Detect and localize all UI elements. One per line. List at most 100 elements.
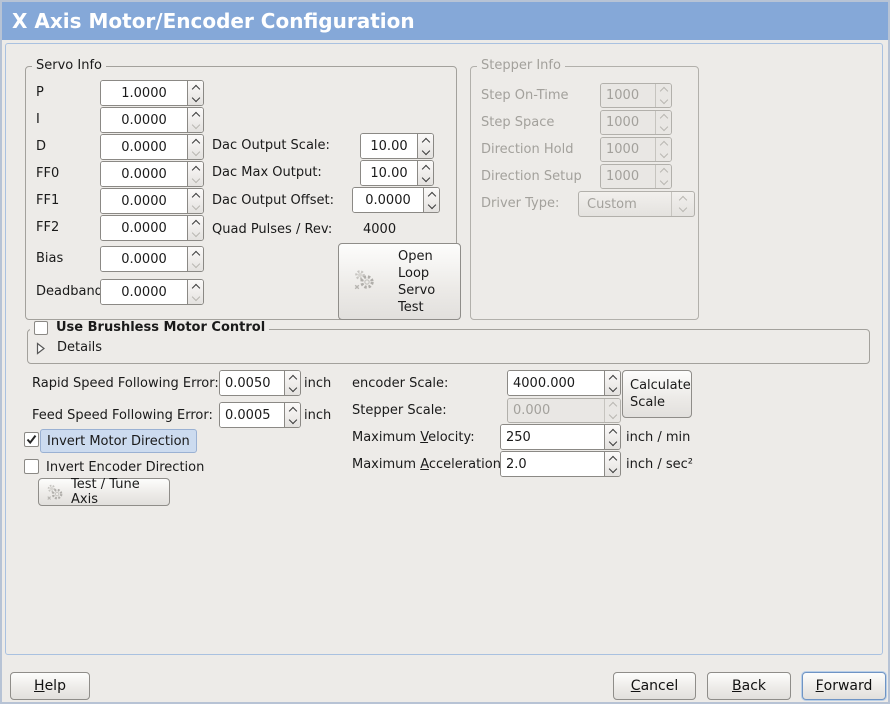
ff1-spinbox[interactable]: 0.0000 xyxy=(100,188,204,214)
spin-down-button[interactable] xyxy=(188,93,203,105)
gears-icon xyxy=(352,268,378,296)
deadband-value[interactable]: 0.0000 xyxy=(101,280,187,304)
invert-motor-checkbox[interactable] xyxy=(24,432,39,447)
spin-up-button[interactable] xyxy=(285,371,300,383)
rapid-following-error-value[interactable]: 0.0050 xyxy=(220,371,284,395)
rapid-following-error-spinbox[interactable]: 0.0050 xyxy=(219,370,301,396)
invert-encoder-label[interactable]: Invert Encoder Direction xyxy=(46,460,205,475)
spin-up-button[interactable] xyxy=(188,81,203,93)
feed-following-error-value[interactable]: 0.0005 xyxy=(220,403,284,427)
open-loop-servo-test-button[interactable]: Open Loop Servo Test xyxy=(338,243,461,320)
details-expander[interactable]: Details xyxy=(35,340,102,356)
dac-output-offset-value[interactable]: 0.0000 xyxy=(353,188,423,212)
spin-down-button[interactable] xyxy=(424,200,439,212)
ff0-value[interactable]: 0.0000 xyxy=(101,162,187,186)
spin-up-button[interactable] xyxy=(188,135,203,147)
spin-up-button[interactable] xyxy=(188,216,203,228)
label-ff1: FF1 xyxy=(36,193,60,208)
spin-down-button[interactable] xyxy=(188,201,203,213)
test-tune-axis-label: Test / Tune Axis xyxy=(71,477,140,507)
encoder-scale-spinbox[interactable]: 4000.000 xyxy=(507,370,621,396)
encoder-scale-value[interactable]: 4000.000 xyxy=(508,371,604,395)
bias-spinbox[interactable]: 0.0000 xyxy=(100,246,204,272)
dac-output-offset-spinbox[interactable]: 0.0000 xyxy=(352,187,440,213)
spin-down-button[interactable] xyxy=(605,464,620,476)
spin-up-button[interactable] xyxy=(188,108,203,120)
maximum-velocity-spinbox[interactable]: 250 xyxy=(500,424,621,450)
p-value[interactable]: 1.0000 xyxy=(101,81,187,105)
invert-encoder-checkbox[interactable] xyxy=(24,459,39,474)
dac-max-output-spinbox[interactable]: 10.00 xyxy=(360,160,434,186)
maximum-velocity-value[interactable]: 250 xyxy=(501,425,604,449)
spin-up-button[interactable] xyxy=(605,425,620,437)
spin-up-button[interactable] xyxy=(188,189,203,201)
ff0-spinbox[interactable]: 0.0000 xyxy=(100,161,204,187)
spin-down-button[interactable] xyxy=(188,228,203,240)
spin-down-button[interactable] xyxy=(188,120,203,132)
spin-up-button[interactable] xyxy=(418,161,433,173)
bias-value[interactable]: 0.0000 xyxy=(101,247,187,271)
rapid-following-error-unit: inch xyxy=(304,376,332,391)
dac-output-scale-spinbox[interactable]: 10.00 xyxy=(360,133,434,159)
label-ff0: FF0 xyxy=(36,166,60,181)
spin-up-button[interactable] xyxy=(188,247,203,259)
use-brushless-checkbox[interactable] xyxy=(34,321,48,335)
maximum-acceleration-value[interactable]: 2.0 xyxy=(501,452,604,476)
step-space-value: 1000 xyxy=(601,111,655,134)
invert-motor-label[interactable]: Invert Motor Direction xyxy=(40,429,197,453)
i-spinbox[interactable]: 0.0000 xyxy=(100,107,204,133)
d-value[interactable]: 0.0000 xyxy=(101,135,187,159)
maximum-velocity-label: Maximum Velocity: xyxy=(352,430,475,445)
stepper-scale-spinbox: 0.000 xyxy=(507,398,621,423)
spin-down-button[interactable] xyxy=(285,415,300,427)
spin-down-button[interactable] xyxy=(418,146,433,158)
brushless-frame: Use Brushless Motor Control Details xyxy=(27,320,870,364)
calculate-scale-button[interactable]: Calculate Scale xyxy=(622,370,692,418)
stepper-scale-value: 0.000 xyxy=(508,399,604,422)
gears-icon xyxy=(45,483,66,502)
spin-down-button[interactable] xyxy=(605,383,620,395)
expander-triangle-icon[interactable] xyxy=(35,341,46,355)
test-tune-axis-button[interactable]: Test / Tune Axis xyxy=(38,477,170,507)
feed-following-error-unit: inch xyxy=(304,408,332,423)
spin-up-button[interactable] xyxy=(285,403,300,415)
i-value[interactable]: 0.0000 xyxy=(101,108,187,132)
spin-up-button[interactable] xyxy=(188,162,203,174)
ff2-value[interactable]: 0.0000 xyxy=(101,216,187,240)
spin-up-button[interactable] xyxy=(605,371,620,383)
direction-hold-label: Direction Hold xyxy=(481,142,574,157)
deadband-spinbox[interactable]: 0.0000 xyxy=(100,279,204,305)
spin-down-button[interactable] xyxy=(188,147,203,159)
dac-max-output-label: Dac Max Output: xyxy=(212,165,322,180)
spin-down-button[interactable] xyxy=(188,292,203,304)
dac-max-output-value[interactable]: 10.00 xyxy=(361,161,417,185)
dac-output-scale-value[interactable]: 10.00 xyxy=(361,134,417,158)
quad-pulses-label: Quad Pulses / Rev: xyxy=(212,222,333,237)
driver-type-value: Custom xyxy=(587,196,637,212)
spin-up-button[interactable] xyxy=(424,188,439,200)
spin-up-button[interactable] xyxy=(605,452,620,464)
details-label: Details xyxy=(57,340,103,355)
label-d: D xyxy=(36,139,47,154)
spin-up-button[interactable] xyxy=(418,134,433,146)
spin-up-button[interactable] xyxy=(188,280,203,292)
spin-down-button[interactable] xyxy=(605,437,620,449)
p-spinbox[interactable]: 1.0000 xyxy=(100,80,204,106)
servo-info-legend: Servo Info xyxy=(32,58,106,74)
feed-following-error-spinbox[interactable]: 0.0005 xyxy=(219,402,301,428)
spin-down-button[interactable] xyxy=(285,383,300,395)
direction-setup-value: 1000 xyxy=(601,165,655,188)
spin-down-button[interactable] xyxy=(188,174,203,186)
label-deadband: Deadband xyxy=(36,284,103,299)
ff1-value[interactable]: 0.0000 xyxy=(101,189,187,213)
maximum-acceleration-spinbox[interactable]: 2.0 xyxy=(500,451,621,477)
ff2-spinbox[interactable]: 0.0000 xyxy=(100,215,204,241)
stepper-scale-label: Stepper Scale: xyxy=(352,403,447,418)
d-spinbox[interactable]: 0.0000 xyxy=(100,134,204,160)
spin-down-button[interactable] xyxy=(418,173,433,185)
spin-down-button[interactable] xyxy=(188,259,203,271)
